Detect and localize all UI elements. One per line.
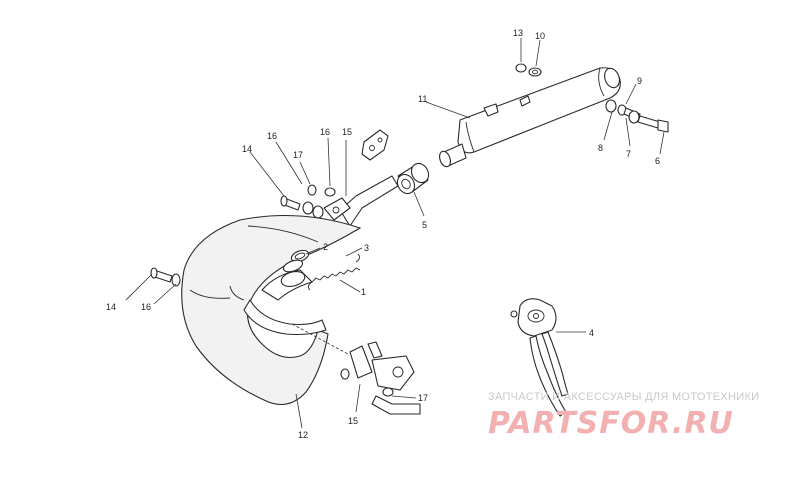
watermark: ЗАПЧАСТИ И АКСЕССУАРЫ ДЛЯ МОТОТЕХНИКИ PA… [488,391,759,441]
callout-13: 13 [513,28,523,38]
bracket-top [361,129,389,161]
coupling-sleeve [396,162,430,195]
silencer-top-nut [515,63,542,77]
callout-7: 7 [626,149,631,159]
leader-lines [125,38,665,429]
callout-17-lower: 17 [418,393,428,403]
callout-15-upper: 15 [342,127,352,137]
callout-16-lower: 16 [141,302,151,312]
watermark-logo: PARTSFOR.RU [488,406,734,441]
callout-12: 12 [298,430,308,440]
lower-bracket [340,341,421,415]
callout-9: 9 [637,76,642,86]
callout-14-upper: 14 [242,144,252,154]
callout-15-lower: 15 [348,416,358,426]
watermark-tagline: ЗАПЧАСТИ И АКСЕССУАРЫ ДЛЯ МОТОТЕХНИКИ [488,391,759,403]
silencer [439,67,621,168]
tank-upper-bracket [323,175,399,227]
callout-8: 8 [598,143,603,153]
expansion-chamber [181,215,362,406]
callout-14-lower: 14 [106,302,116,312]
callout-10: 10 [535,31,545,41]
exhaust-valve-actuator [510,298,569,417]
callout-17-upper: 17 [293,150,303,160]
callout-11: 11 [418,94,427,104]
lower-left-fasteners [150,267,181,287]
gasket-rings [282,249,310,273]
callout-16-upper-left: 16 [267,131,277,141]
upper-left-fasteners [280,184,336,219]
callout-numbers: 13 10 9 11 8 7 6 16 16 15 17 14 5 2 3 1 … [106,28,660,440]
callout-6: 6 [655,156,660,166]
silencer-rear-bolt-set [605,99,669,133]
callout-1: 1 [361,287,366,297]
callout-16-upper-mid: 16 [320,127,330,137]
callout-3: 3 [364,243,369,253]
callout-4: 4 [589,328,594,338]
exhaust-spring [307,253,361,291]
callout-5: 5 [422,220,427,230]
callout-2: 2 [323,242,328,252]
